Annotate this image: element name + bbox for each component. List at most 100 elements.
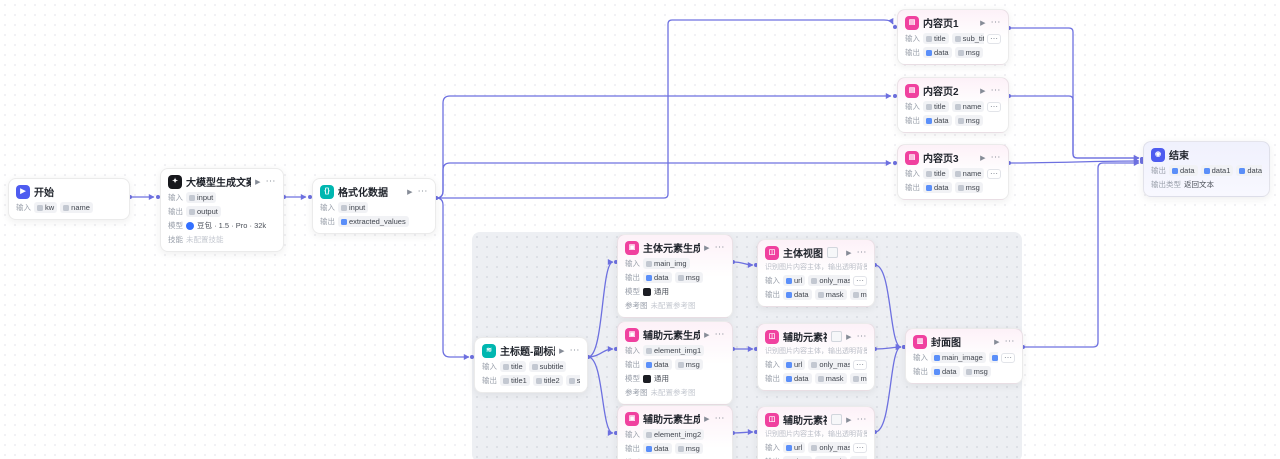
param-chip: title — [923, 101, 949, 112]
node-page3[interactable]: ▤内容页3▶⋯输入titlenamesub_title7content7⋯输出d… — [897, 144, 1009, 200]
edge-format-page3[interactable] — [435, 160, 892, 199]
more-params-chip[interactable]: ⋯ — [987, 101, 1001, 112]
node-view-aux2[interactable]: ◫辅助元素视图_2▶⋯识别图片内容主体，输出透明背景图片(.png)输入urlo… — [757, 406, 875, 459]
more-params-chip[interactable]: ⋯ — [853, 359, 867, 370]
obj-type-icon — [786, 444, 792, 451]
node-view-aux1[interactable]: ◫辅助元素视图_1▶⋯识别图片内容主体，输出透明背景图片(.png)输入urlo… — [757, 323, 875, 391]
edge-page3-end[interactable] — [1008, 158, 1140, 164]
run-node-icon[interactable]: ▶ — [980, 87, 986, 95]
row-label: 输入 — [765, 443, 780, 452]
param-chip: data — [643, 272, 672, 283]
node-more-icon[interactable]: ⋯ — [856, 246, 867, 258]
run-node-icon[interactable]: ▶ — [559, 347, 565, 355]
param-name: only_mask — [819, 360, 850, 369]
run-node-icon[interactable]: ▶ — [980, 154, 986, 162]
param-chip: msg — [674, 359, 703, 370]
node-actions: ▶⋯ — [994, 335, 1015, 347]
row-label: 输出 — [625, 360, 640, 369]
param-name: element_img2 — [654, 430, 702, 439]
param-chip: msg — [674, 443, 703, 454]
edge-format-page1[interactable] — [436, 18, 894, 199]
param-chip: msg — [954, 182, 983, 193]
node-more-icon[interactable]: ⋯ — [714, 241, 725, 253]
node-cover[interactable]: ▥封面图▶⋯输入main_imageele_img1ele_img2⋯输出dat… — [905, 328, 1023, 384]
edge-page1-end[interactable] — [1009, 27, 1140, 161]
node-gen-aux1[interactable]: ▣辅助元素生成1▶⋯输入element_img1输出datamsg模型通用参考图… — [617, 321, 733, 405]
param-chip: data2 — [1236, 165, 1262, 176]
node-more-icon[interactable]: ⋯ — [990, 151, 1001, 163]
node-more-icon[interactable]: ⋯ — [714, 328, 725, 340]
run-node-icon[interactable]: ▶ — [994, 338, 1000, 346]
str-type-icon — [63, 204, 70, 211]
node-more-icon[interactable]: ⋯ — [714, 412, 725, 424]
str-type-icon — [954, 103, 961, 110]
node-end[interactable]: ◉结束输出datadata1data2data3输出类型返回文本 — [1143, 141, 1270, 197]
image-cutout-icon: ◫ — [765, 245, 779, 260]
more-params-chip[interactable]: ⋯ — [987, 33, 1001, 44]
more-params-chip[interactable]: ⋯ — [853, 442, 867, 453]
node-header: ▣辅助元素生成1▶⋯ — [625, 327, 725, 342]
edge-cover-end[interactable] — [1023, 160, 1140, 348]
run-node-icon[interactable]: ▶ — [407, 188, 413, 196]
edge-split-gen-aux2[interactable] — [587, 356, 614, 436]
node-more-icon[interactable]: ⋯ — [1004, 335, 1015, 347]
str-type-icon — [503, 363, 509, 370]
str-type-icon — [852, 291, 859, 298]
run-node-icon[interactable]: ▶ — [704, 415, 710, 423]
node-description: 识别图片内容主体，输出透明背景图片(.png) — [765, 264, 867, 271]
run-node-icon[interactable]: ▶ — [846, 416, 852, 424]
edge-split-gen-aux1[interactable] — [587, 346, 614, 358]
more-params-chip[interactable]: ⋯ — [987, 168, 1001, 179]
node-more-icon[interactable]: ⋯ — [990, 84, 1001, 96]
run-node-icon[interactable]: ▶ — [980, 19, 986, 27]
node-page2[interactable]: ▤内容页2▶⋯输入titlenamesub_title4content4⋯输出d… — [897, 77, 1009, 133]
edge-gen-main-view-main[interactable] — [732, 261, 754, 268]
edge-view-aux2-cover[interactable] — [874, 344, 902, 433]
run-node-icon[interactable]: ▶ — [255, 178, 261, 186]
node-gen-aux2[interactable]: ▣辅助元素生成2▶⋯输入element_img2输出datamsg模型通用参考图… — [617, 405, 733, 459]
edge-format-page2[interactable] — [435, 93, 892, 199]
str-type-icon — [677, 361, 684, 368]
run-node-icon[interactable]: ▶ — [704, 331, 710, 339]
node-more-icon[interactable]: ⋯ — [856, 330, 867, 342]
node-more-icon[interactable]: ⋯ — [856, 413, 867, 425]
llm-icon: ✦ — [168, 174, 182, 189]
edge-format-split[interactable] — [435, 197, 470, 360]
param-chips: main_imageele_img1ele_img2 — [931, 352, 998, 363]
node-more-icon[interactable]: ⋯ — [990, 16, 1001, 28]
row-label: 输出 — [905, 116, 920, 125]
row-label: 输入 — [625, 430, 640, 439]
node-view-main[interactable]: ◫主体视图▶⋯识别图片内容主体，输出透明背景图片(.png)输入urlonly_… — [757, 239, 875, 307]
more-params-chip[interactable]: ⋯ — [853, 275, 867, 286]
node-more-icon[interactable]: ⋯ — [417, 185, 428, 197]
edge-page2-end[interactable] — [1009, 95, 1140, 161]
str-type-icon — [957, 117, 964, 124]
str-type-icon — [646, 260, 652, 267]
param-chips: element_img2 — [643, 429, 725, 440]
run-node-icon[interactable]: ▶ — [704, 244, 710, 252]
edge-split-gen-main[interactable] — [587, 259, 614, 358]
node-page1[interactable]: ▤内容页1▶⋯输入titlesub_title1content1⋯输出datam… — [897, 9, 1009, 65]
obj-type-icon — [646, 274, 652, 281]
node-row: 输出datamaskmsg — [765, 289, 867, 300]
row-value: 通用 — [654, 287, 669, 296]
more-params-chip[interactable]: ⋯ — [1001, 352, 1015, 363]
run-node-icon[interactable]: ▶ — [846, 249, 852, 257]
node-more-icon[interactable]: ⋯ — [265, 175, 276, 187]
node-header: ▶开始 — [16, 184, 122, 199]
obj-type-icon — [926, 117, 932, 124]
param-chip: data — [783, 289, 812, 300]
node-split[interactable]: ≋主标题-副标题分行▶⋯输入titlesubtitle输出title1title… — [474, 337, 588, 393]
run-node-icon[interactable]: ▶ — [846, 333, 852, 341]
param-chip: only_mask — [808, 442, 850, 453]
edge-gen-aux2-view-aux2[interactable] — [732, 429, 754, 435]
param-name: msg — [965, 48, 980, 57]
node-more-icon[interactable]: ⋯ — [569, 344, 580, 356]
